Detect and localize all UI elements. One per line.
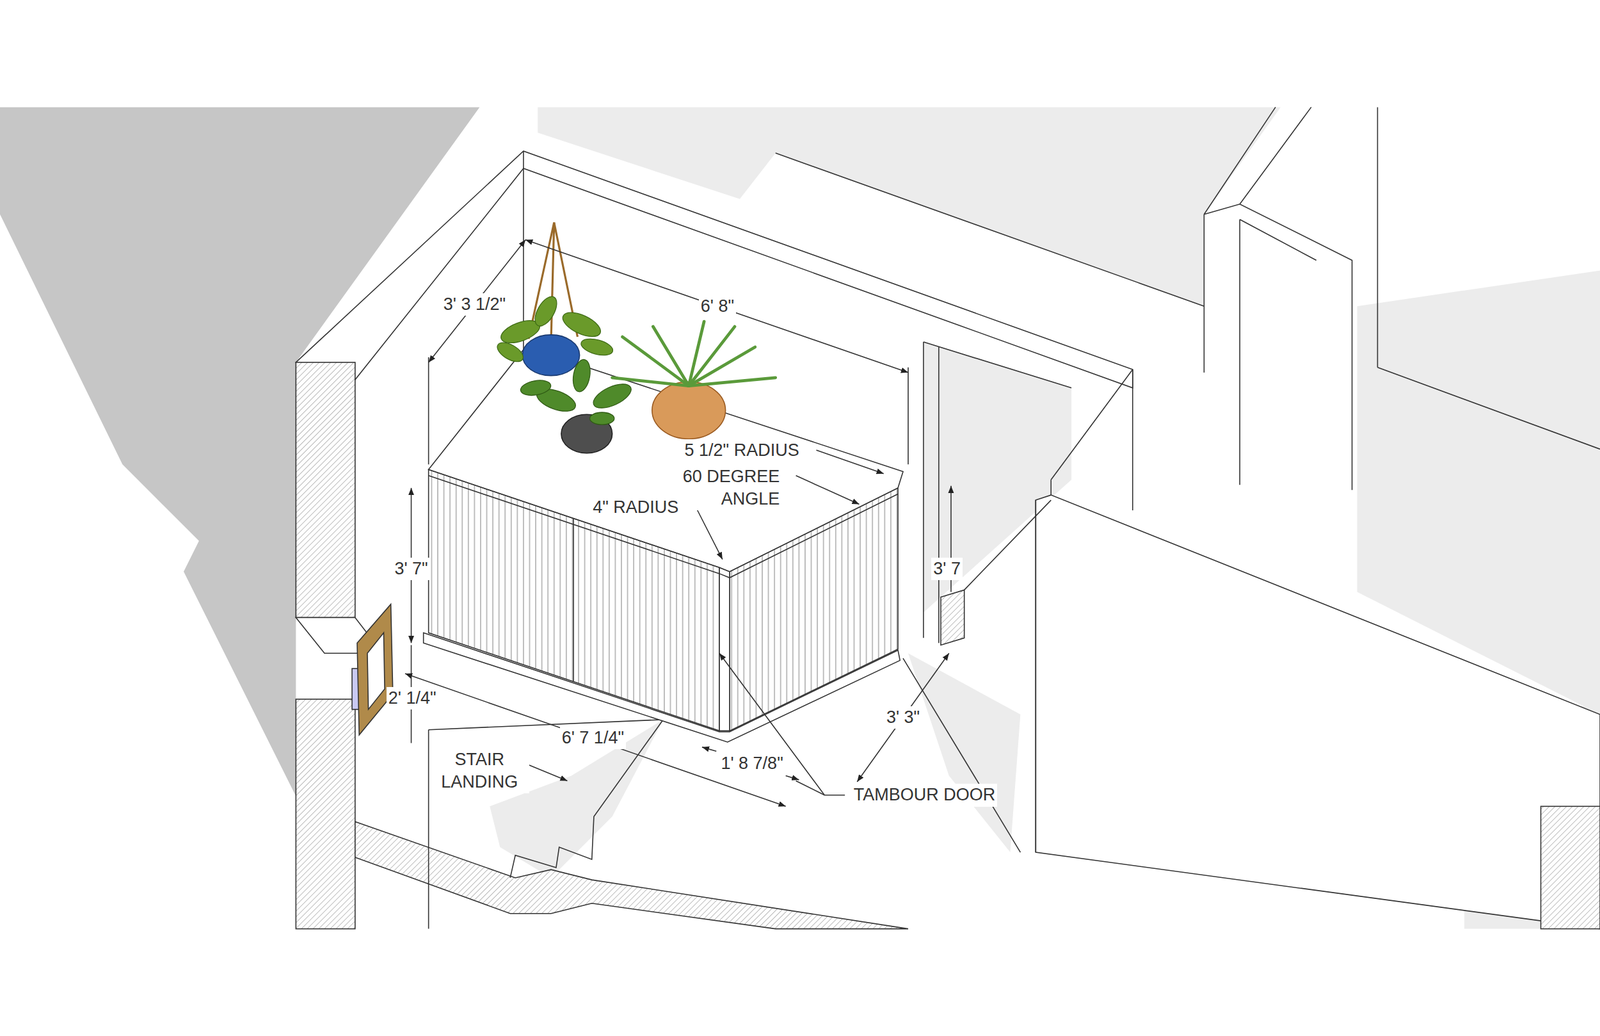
dimension-label: TAMBOUR DOOR: [851, 783, 998, 806]
dimension-label: 3' 3": [884, 705, 922, 729]
shadow: [489, 719, 664, 878]
walls: [295, 106, 1600, 928]
plants: [494, 222, 776, 454]
dimension-label: 3' 7: [931, 557, 963, 580]
dimension-label: 3' 3 1/2": [441, 293, 508, 316]
shadow: [908, 652, 1021, 852]
dimension-label: 2' 1/4": [386, 686, 439, 710]
dimension-label: 4" RADIUS: [590, 496, 681, 519]
shadow: [0, 106, 480, 796]
dimension-label: 3' 7": [392, 557, 430, 580]
dimension-label: 5 1/2" RADIUS: [682, 439, 802, 462]
dimension-lines: [405, 240, 952, 807]
tambour-cabinet: [423, 346, 904, 742]
dimension-label: 6' 8": [698, 295, 736, 318]
dimension-label: STAIR LANDING: [429, 748, 530, 793]
dimension-label: 1' 8 7/8": [718, 752, 785, 775]
dimension-label: 6' 7 1/4": [560, 726, 626, 749]
